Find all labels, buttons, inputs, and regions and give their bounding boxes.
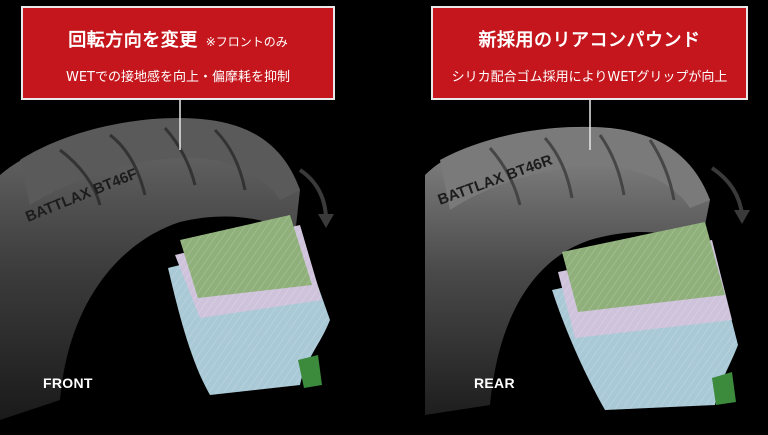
front-tire: BATTLAX BT46F: [0, 100, 334, 421]
rotation-arrow-icon: [710, 166, 744, 216]
rear-callout-subtitle: シリカ配合ゴム採用によりWETグリップが向上: [451, 70, 728, 85]
front-tire-tread: [20, 117, 300, 205]
front-bead: [298, 355, 322, 388]
rear-tire-tread: [440, 127, 710, 210]
rear-bead: [712, 372, 736, 405]
front-callout-note: ※フロントのみ: [205, 35, 288, 49]
rear-tire-sidewall: [425, 126, 710, 416]
front-label: FRONT: [43, 375, 93, 391]
front-callout-title-row: 回転方向を変更 ※フロントのみ: [23, 26, 333, 52]
rear-callout-title-row: 新採用のリアコンパウンド: [433, 26, 746, 52]
front-tire-sidewall: [0, 121, 300, 421]
rear-label: REAR: [474, 375, 515, 391]
rear-tire: BATTLAX BT46R: [425, 100, 750, 416]
rear-callout-title: 新採用のリアコンパウンド: [478, 30, 701, 51]
front-callout-title: 回転方向を変更: [68, 30, 198, 51]
front-callout-subtitle: WETでの接地感を向上・偏摩耗を抑制: [65, 70, 290, 85]
rear-callout: 新採用のリアコンパウンド シリカ配合ゴム採用によりWETグリップが向上: [431, 6, 748, 100]
front-callout: 回転方向を変更 ※フロントのみ WETでの接地感を向上・偏摩耗を抑制: [21, 6, 335, 100]
rotation-arrow-icon: [298, 168, 328, 221]
